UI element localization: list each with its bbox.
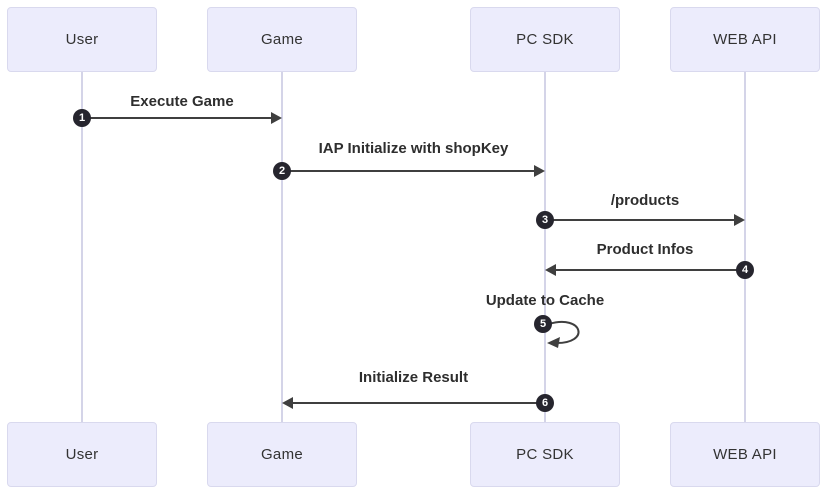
sequence-badge-2: 2 <box>273 162 291 180</box>
message-line <box>282 170 543 172</box>
participant-label: User <box>65 31 99 48</box>
sequence-badge-3: 3 <box>536 211 554 229</box>
participant-pc-sdk-top: PC SDK <box>470 7 620 72</box>
lifeline-web-api <box>744 72 746 422</box>
sequence-badge-6: 6 <box>536 394 554 412</box>
participant-web-api-top: WEB API <box>670 7 820 72</box>
sequence-badge-1: 1 <box>73 109 91 127</box>
participant-label: WEB API <box>713 31 777 48</box>
arrowhead-right-icon <box>271 112 282 124</box>
message-line <box>545 219 743 221</box>
lifeline-pc-sdk <box>544 72 546 422</box>
participant-user-top: User <box>7 7 157 72</box>
message-label-products: /products <box>610 192 680 209</box>
arrowhead-right-icon <box>534 165 545 177</box>
participant-game-top: Game <box>207 7 357 72</box>
participant-label: Game <box>260 446 304 463</box>
message-line <box>547 269 745 271</box>
arrowhead-left-icon <box>545 264 556 276</box>
message-label-initialize-result: Initialize Result <box>358 369 469 386</box>
arrowhead-right-icon <box>734 214 745 226</box>
participant-label: PC SDK <box>516 31 574 48</box>
lifeline-user <box>81 72 83 422</box>
participant-label: WEB API <box>713 446 777 463</box>
message-label-update-to-cache: Update to Cache <box>485 292 605 309</box>
message-line <box>82 117 280 119</box>
participant-user-bottom: User <box>7 422 157 487</box>
participant-web-api-bottom: WEB API <box>670 422 820 487</box>
participant-label: User <box>65 446 99 463</box>
participant-label: Game <box>260 31 304 48</box>
message-label-execute-game: Execute Game <box>130 93 234 110</box>
participant-label: PC SDK <box>516 446 574 463</box>
self-loop-arrow <box>547 321 580 348</box>
sequence-badge-4: 4 <box>736 261 754 279</box>
arrowhead-left-icon <box>282 397 293 409</box>
message-label-iap-initialize: IAP Initialize with shopKey <box>318 140 509 157</box>
participant-game-bottom: Game <box>207 422 357 487</box>
message-line <box>284 402 545 404</box>
message-label-product-infos: Product Infos <box>596 241 694 258</box>
lifeline-game <box>281 72 283 422</box>
sequence-badge-5: 5 <box>534 315 552 333</box>
participant-pc-sdk-bottom: PC SDK <box>470 422 620 487</box>
